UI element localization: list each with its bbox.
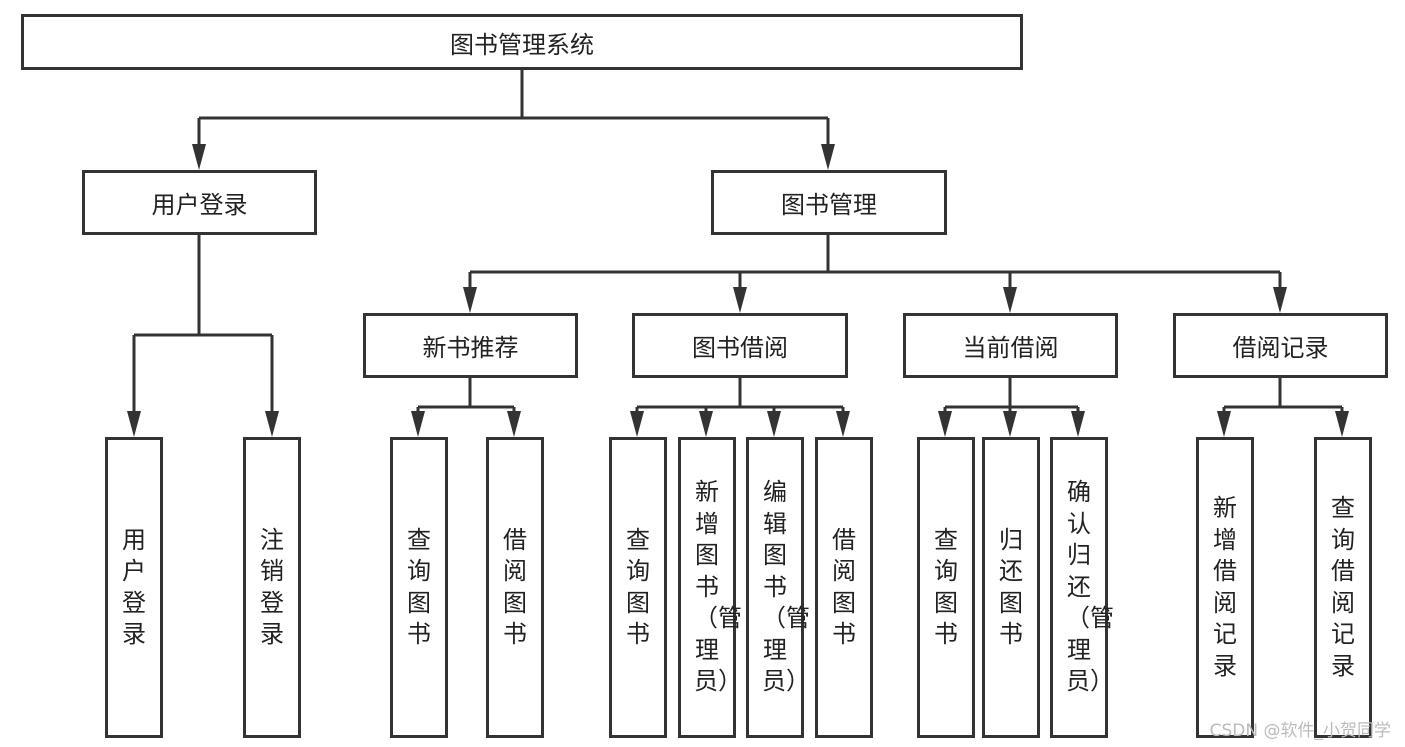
- leaf-2-2-label: 确认归还（管理员）: [1066, 478, 1114, 696]
- arrow-head-icon: [411, 411, 425, 437]
- leaf-user-0: 用户登录: [105, 437, 163, 738]
- arrow-head-icon: [507, 411, 521, 437]
- arrow-head-icon: [821, 144, 835, 170]
- node-0-label: 新书推荐: [422, 334, 519, 362]
- node-3-label: 借阅记录: [1232, 334, 1329, 362]
- node-2-label: 当前借阅: [962, 334, 1059, 362]
- leaf-user-1-label: 注销登录: [260, 525, 284, 649]
- node-1-label: 图书借阅: [692, 334, 788, 362]
- arrow-head-icon: [265, 411, 279, 437]
- leaf-2-0-label: 查询图书: [934, 525, 958, 649]
- leaf-user-0-label: 用户登录: [122, 525, 146, 649]
- arrow-head-icon: [699, 411, 713, 437]
- node-book-management: 图书管理: [711, 170, 947, 235]
- arrow-head-icon: [1217, 411, 1231, 437]
- leaf-1-3: 借阅图书: [815, 437, 873, 738]
- leaf-0-0: 查询图书: [390, 437, 448, 738]
- root-node: 图书管理系统: [21, 14, 1023, 70]
- leaf-2-2: 确认归还（管理员）: [1050, 437, 1114, 738]
- root-node-label: 图书管理系统: [450, 30, 594, 59]
- node-1: 图书借阅: [632, 313, 848, 378]
- node-0: 新书推荐: [363, 313, 578, 378]
- arrow-head-icon: [733, 287, 747, 313]
- leaf-3-0: 新增借阅记录: [1196, 437, 1254, 738]
- leaf-2-1: 归还图书: [982, 437, 1040, 738]
- leaf-0-1-label: 借阅图书: [503, 525, 527, 649]
- leaf-1-2-label: 编辑图书（管理员）: [762, 478, 810, 696]
- leaf-3-1: 查询借阅记录: [1314, 437, 1372, 738]
- arrow-head-icon: [767, 411, 781, 437]
- leaf-1-0-label: 查询图书: [626, 525, 650, 649]
- leaf-0-1: 借阅图书: [486, 437, 544, 738]
- node-book-management-label: 图书管理: [781, 191, 877, 219]
- node-2: 当前借阅: [903, 313, 1118, 378]
- arrow-head-icon: [127, 411, 141, 437]
- node-user-login: 用户登录: [82, 170, 317, 235]
- arrow-head-icon: [1003, 287, 1017, 313]
- arrow-head-icon: [938, 411, 952, 437]
- node-user-login-label: 用户登录: [151, 191, 248, 219]
- arrow-head-icon: [1335, 411, 1349, 437]
- leaf-1-0: 查询图书: [609, 437, 667, 738]
- leaf-2-0: 查询图书: [917, 437, 975, 738]
- leaf-3-0-label: 新增借阅记录: [1213, 494, 1237, 680]
- arrow-head-icon: [1273, 287, 1287, 313]
- arrow-head-icon: [192, 144, 206, 170]
- leaf-3-1-label: 查询借阅记录: [1331, 494, 1355, 680]
- arrow-head-icon: [836, 411, 850, 437]
- leaf-user-1: 注销登录: [243, 437, 301, 738]
- arrow-head-icon: [1071, 411, 1085, 437]
- leaf-1-3-label: 借阅图书: [832, 525, 856, 649]
- leaf-1-1: 新增图书（管理员）: [678, 437, 742, 738]
- leaf-0-0-label: 查询图书: [407, 525, 431, 649]
- leaf-1-1-label: 新增图书（管理员）: [694, 478, 742, 696]
- leaf-2-1-label: 归还图书: [999, 525, 1023, 649]
- arrow-head-icon: [630, 411, 644, 437]
- leaf-1-2: 编辑图书（管理员）: [746, 437, 810, 738]
- watermark: CSDN @软件_小贺同学: [1209, 721, 1391, 741]
- node-3: 借阅记录: [1173, 313, 1388, 378]
- arrow-head-icon: [1003, 411, 1017, 437]
- arrow-head-icon: [463, 287, 477, 313]
